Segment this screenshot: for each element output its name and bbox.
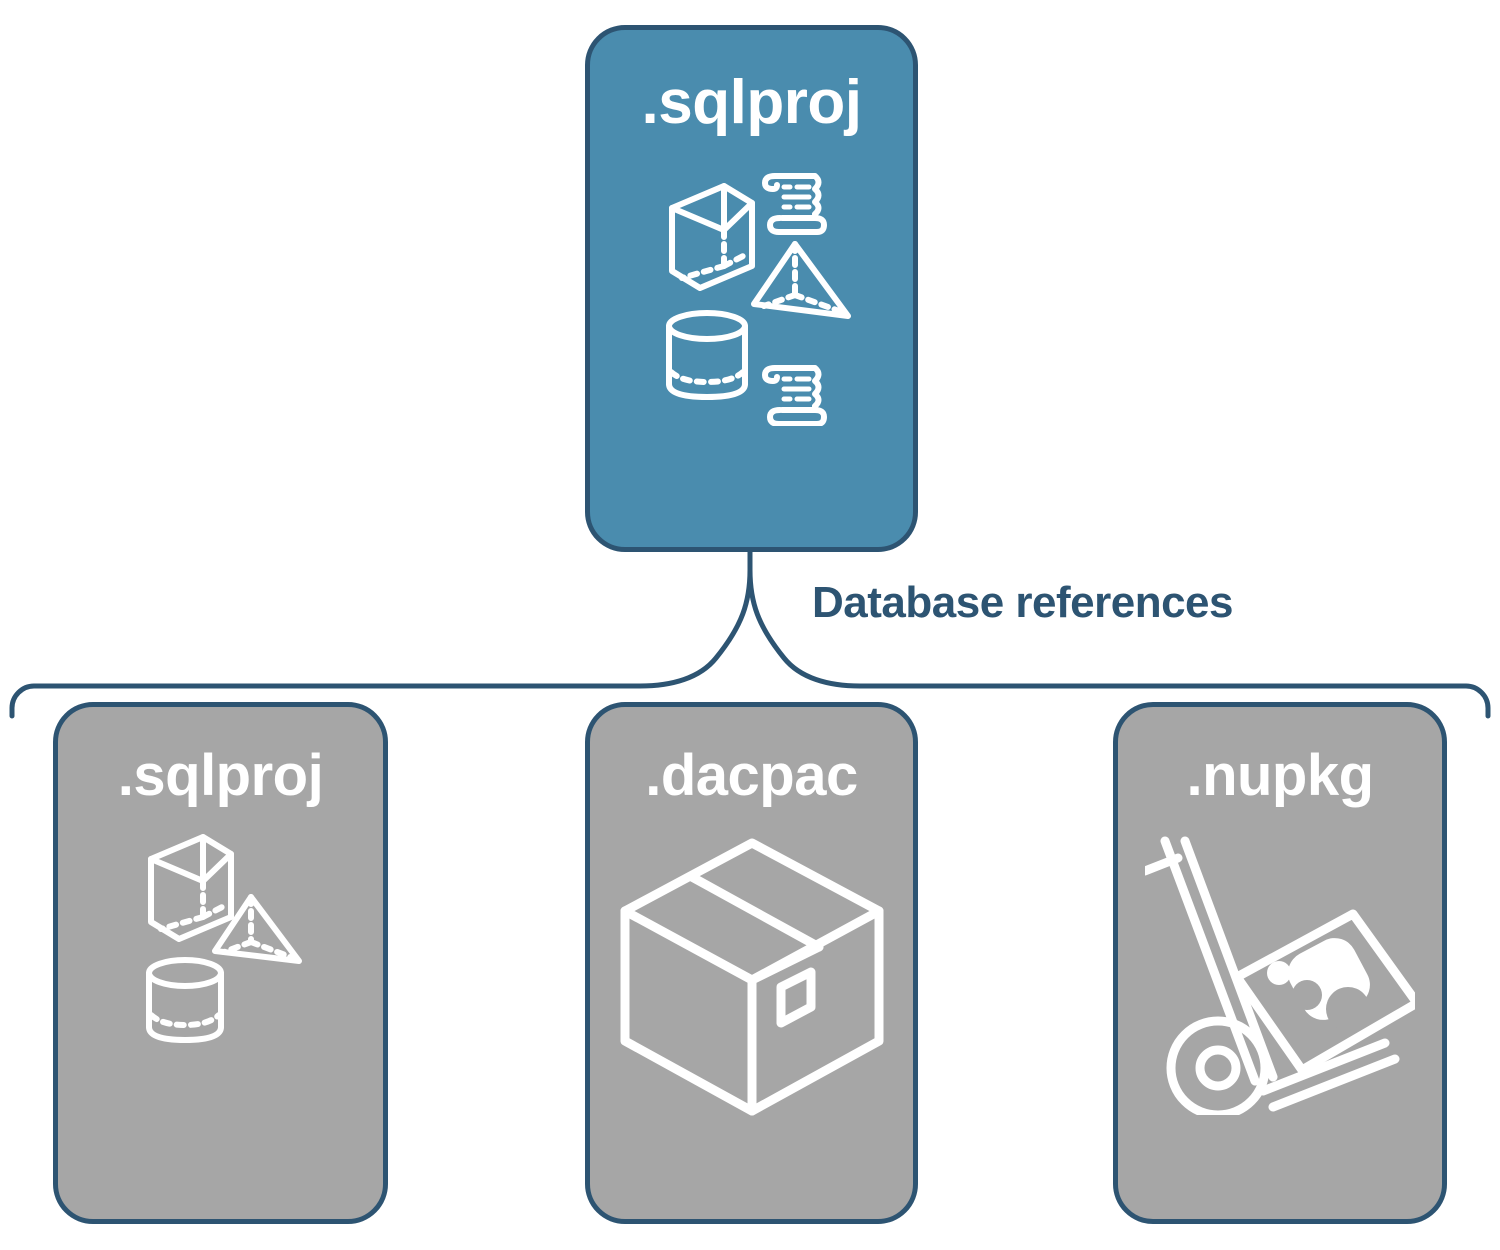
pyramid-icon <box>211 894 302 964</box>
nuget-box-icon <box>1232 909 1415 1075</box>
brace-right-arm <box>747 549 1491 719</box>
box-label-diamond <box>776 967 815 1028</box>
card-label-nupkg: .nupkg <box>1186 743 1374 808</box>
card-label-root: .sqlproj <box>641 68 862 137</box>
cylinder-icon <box>145 957 224 1043</box>
scroll-icon <box>761 365 827 426</box>
connector-label: Database references <box>812 578 1233 627</box>
card-label-dacpac: .dacpac <box>645 743 858 808</box>
cylinder-icon <box>665 310 748 400</box>
wheel-outer <box>1166 1016 1270 1115</box>
package-box-icon <box>620 838 883 1116</box>
card-reference-nupkg[interactable]: .nupkg <box>1113 702 1447 1224</box>
card-reference-sqlproj[interactable]: .sqlproj <box>53 702 388 1224</box>
card-label-sqlproj: .sqlproj <box>117 743 324 808</box>
cube-icon <box>147 834 234 942</box>
wheel-hub <box>1195 1045 1241 1091</box>
cube-icon <box>668 183 755 291</box>
shipping-box-icon <box>620 838 883 1116</box>
pyramid-icon <box>750 241 851 319</box>
brace-left-arm <box>9 549 753 719</box>
card-root-sqlproj[interactable]: .sqlproj <box>585 25 918 552</box>
scroll-icon <box>761 173 827 235</box>
hand-truck-icon <box>1145 836 1400 1115</box>
card-reference-dacpac[interactable]: .dacpac <box>585 702 918 1224</box>
hand-truck-package-icon <box>1145 836 1415 1115</box>
database-objects-and-scripts-icon <box>665 173 851 426</box>
nuget-logo <box>1267 938 1370 1031</box>
database-objects-icon <box>145 834 302 1043</box>
